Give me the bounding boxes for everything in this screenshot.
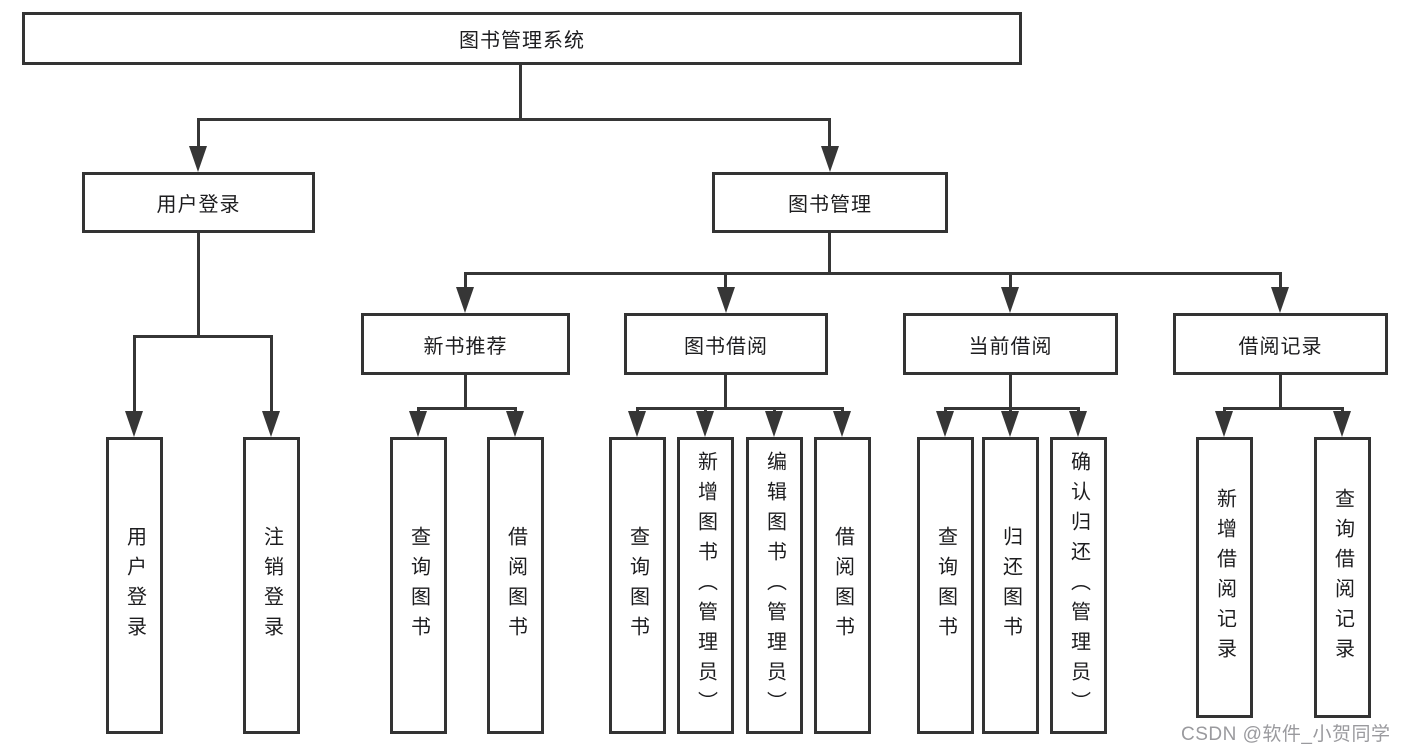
node-label: 用户登录 — [156, 194, 241, 216]
node-label: 注销登录 — [260, 525, 283, 646]
arrow-down-icon — [506, 411, 524, 437]
connector-line — [270, 335, 273, 415]
arrow-down-icon — [936, 411, 954, 437]
node-label: 图书管理系统 — [459, 30, 585, 52]
connector-line — [828, 233, 831, 275]
connector-line — [417, 407, 517, 410]
arrow-down-icon — [456, 287, 474, 313]
node-label: 借阅图书 — [831, 525, 854, 646]
node-confirm-return-admin: 确认归还（管理员） — [1050, 437, 1107, 734]
node-label: 借阅记录 — [1238, 335, 1323, 358]
connector-line — [724, 272, 727, 292]
connector-line — [1009, 375, 1012, 410]
connector-line — [1279, 272, 1282, 292]
node-add-borrow-record: 新增借阅记录 — [1196, 437, 1253, 718]
node-logout: 注销登录 — [243, 437, 300, 734]
node-label: 查询图书 — [934, 525, 957, 646]
connector-line — [1279, 375, 1282, 410]
arrow-down-icon — [125, 411, 143, 437]
arrow-down-icon — [1271, 287, 1289, 313]
node-query-books-borrowing: 查询图书 — [609, 437, 666, 734]
connector-line — [197, 118, 831, 121]
node-label: 新书推荐 — [423, 335, 508, 358]
node-query-books-recommend: 查询图书 — [390, 437, 447, 734]
node-query-books-current: 查询图书 — [917, 437, 974, 734]
arrow-down-icon — [696, 411, 714, 437]
connector-line — [197, 233, 200, 337]
node-return-books: 归还图书 — [982, 437, 1039, 734]
node-label: 查询图书 — [626, 525, 649, 646]
node-label: 归还图书 — [999, 525, 1022, 646]
arrow-down-icon — [1001, 411, 1019, 437]
arrow-down-icon — [628, 411, 646, 437]
arrow-down-icon — [717, 287, 735, 313]
node-label: 编辑图书（管理员） — [763, 450, 786, 721]
node-label: 用户登录 — [123, 525, 146, 646]
node-label: 图书借阅 — [684, 335, 768, 358]
node-label: 图书管理 — [788, 194, 872, 216]
node-label: 当前借阅 — [968, 335, 1053, 358]
node-label: 新增借阅记录 — [1213, 487, 1236, 668]
node-label: 借阅图书 — [504, 525, 527, 646]
arrow-down-icon — [1333, 411, 1351, 437]
node-label: 确认归还（管理员） — [1067, 450, 1090, 721]
node-label: 查询借阅记录 — [1331, 487, 1354, 668]
node-borrowing-records: 借阅记录 — [1173, 313, 1388, 375]
node-current-borrowing: 当前借阅 — [903, 313, 1118, 375]
arrow-down-icon — [1215, 411, 1233, 437]
connector-line — [519, 65, 522, 121]
node-edit-books-admin: 编辑图书（管理员） — [746, 437, 803, 734]
connector-line — [1009, 272, 1012, 292]
node-label: 查询图书 — [407, 525, 430, 646]
node-book-management: 图书管理 — [712, 172, 948, 233]
node-borrow-books: 借阅图书 — [814, 437, 871, 734]
connector-line — [464, 375, 467, 410]
connector-line — [944, 407, 1080, 410]
node-user-login: 用户登录 — [106, 437, 163, 734]
arrow-down-icon — [821, 146, 839, 172]
node-query-borrow-record: 查询借阅记录 — [1314, 437, 1371, 718]
connector-line — [133, 335, 273, 338]
arrow-down-icon — [1001, 287, 1019, 313]
node-label: 新增图书（管理员） — [694, 450, 717, 721]
node-add-books-admin: 新增图书（管理员） — [677, 437, 734, 734]
connector-line — [464, 272, 1281, 275]
connector-line — [1223, 407, 1344, 410]
connector-line — [828, 118, 831, 150]
arrow-down-icon — [765, 411, 783, 437]
connector-line — [724, 375, 727, 410]
arrow-down-icon — [262, 411, 280, 437]
node-borrow-books-recommend: 借阅图书 — [487, 437, 544, 734]
connector-line — [464, 272, 467, 292]
node-book-borrowing: 图书借阅 — [624, 313, 828, 375]
arrow-down-icon — [409, 411, 427, 437]
arrow-down-icon — [833, 411, 851, 437]
watermark-text: CSDN @软件_小贺同学 — [1181, 724, 1391, 745]
connector-line — [197, 118, 200, 150]
node-user-login-group: 用户登录 — [82, 172, 315, 233]
connector-line — [636, 407, 844, 410]
connector-line — [133, 335, 136, 415]
node-new-book-recommend: 新书推荐 — [361, 313, 570, 375]
arrow-down-icon — [189, 146, 207, 172]
node-book-management-system: 图书管理系统 — [22, 12, 1022, 65]
arrow-down-icon — [1069, 411, 1087, 437]
